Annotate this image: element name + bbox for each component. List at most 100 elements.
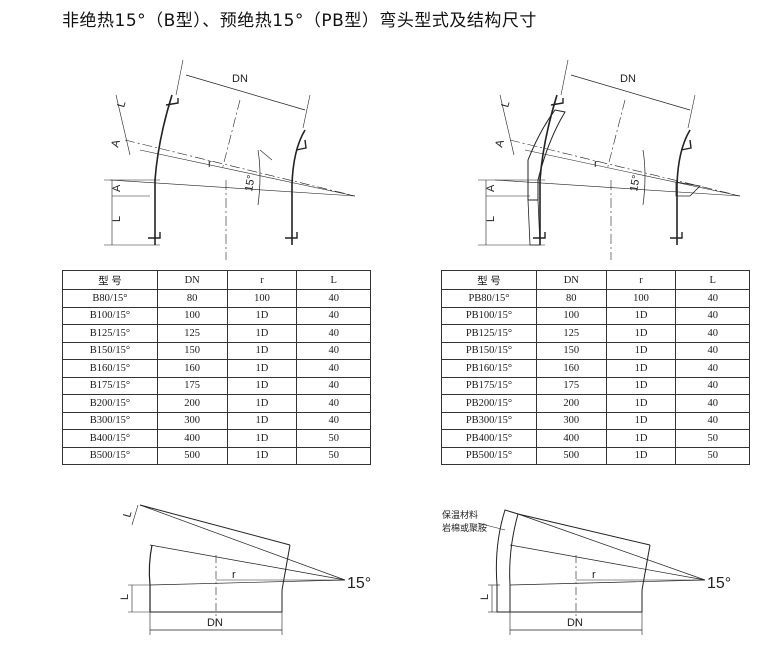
header-l: L [296, 270, 371, 290]
cell-r: 1D [226, 306, 298, 325]
cell-dn: 400 [535, 429, 607, 448]
header-r: r [226, 270, 298, 290]
l-label-b-top: L [115, 100, 128, 109]
dn-label-sketch-b: DN [207, 617, 223, 629]
a-label-b: A [111, 184, 123, 192]
cell-model: PB400/15° [441, 429, 537, 448]
table-header-row: 型 号 DN r L [441, 270, 750, 290]
cell-r: 1D [605, 324, 677, 343]
a-label-pb-top: A [493, 138, 507, 149]
cell-model: PB150/15° [441, 341, 537, 360]
elbow-drawing-pb [478, 59, 741, 260]
cell-dn: 160 [156, 359, 228, 378]
cell-dn: 100 [156, 306, 228, 325]
cell-r: 1D [226, 429, 298, 448]
cell-r: 1D [605, 411, 677, 430]
cell-model: PB500/15° [441, 446, 537, 465]
angle-label-pb: 15° [628, 174, 643, 192]
cell-model: B100/15° [62, 306, 158, 325]
cell-r: 1D [226, 324, 298, 343]
cell-model: PB160/15° [441, 359, 537, 378]
cell-dn: 175 [535, 376, 607, 395]
l-label-sketch-b-top: L [121, 510, 134, 519]
cell-r: 1D [226, 446, 298, 465]
cell-dn: 200 [156, 394, 228, 413]
cell-dn: 300 [535, 411, 607, 430]
cell-r: 1D [226, 411, 298, 430]
r-label-sketch-pb: r [592, 569, 596, 581]
cell-l: 40 [296, 324, 371, 343]
cell-dn: 125 [535, 324, 607, 343]
cell-dn: 150 [535, 341, 607, 360]
cell-dn: 80 [535, 289, 607, 308]
l-label-pb-top: L [499, 100, 512, 109]
cell-r: 1D [605, 429, 677, 448]
r-label-pb: r [594, 158, 598, 170]
cell-l: 40 [296, 376, 371, 395]
cell-l: 40 [675, 289, 750, 308]
cell-l: 40 [675, 324, 750, 343]
cell-dn: 150 [156, 341, 228, 360]
elbow-drawing-b [104, 59, 356, 260]
cell-dn: 125 [156, 324, 228, 343]
dn-label-sketch-pb: DN [567, 617, 583, 629]
cell-model: PB125/15° [441, 324, 537, 343]
cell-model: PB175/15° [441, 376, 537, 395]
page-title: 非绝热15°（B型）、预绝热15°（PB型）弯头型式及结构尺寸 [62, 11, 537, 31]
header-dn: DN [535, 270, 607, 290]
cell-r: 1D [605, 306, 677, 325]
angle-label-sketch-pb: 15° [707, 575, 731, 592]
header-r: r [605, 270, 677, 290]
angle-label-b: 15° [243, 174, 258, 192]
cell-model: B175/15° [62, 376, 158, 395]
elbow-sketch-pb [477, 509, 706, 635]
l-label-b: L [111, 216, 123, 222]
r-label-b: r [208, 158, 212, 170]
cell-l: 40 [296, 394, 371, 413]
header-dn: DN [156, 270, 228, 290]
cell-r: 1D [226, 376, 298, 395]
dn-label-b: DN [232, 73, 248, 85]
cell-r: 1D [605, 446, 677, 465]
insulation-label-line2: 岩棉或聚胺 [442, 522, 487, 534]
cell-l: 50 [296, 429, 371, 448]
cell-dn: 300 [156, 411, 228, 430]
cell-r: 1D [226, 394, 298, 413]
cell-l: 40 [675, 306, 750, 325]
cell-l: 40 [675, 376, 750, 395]
cell-l: 40 [675, 341, 750, 360]
cell-dn: 160 [535, 359, 607, 378]
cell-model: B125/15° [62, 324, 158, 343]
table-header-row: 型 号 DN r L [62, 270, 371, 290]
cell-l: 40 [296, 359, 371, 378]
elbow-sketch-b [128, 504, 346, 635]
cell-model: B160/15° [62, 359, 158, 378]
cell-model: B500/15° [62, 446, 158, 465]
cell-l: 40 [296, 289, 371, 308]
cell-l: 50 [296, 446, 371, 465]
cell-r: 1D [605, 376, 677, 395]
cell-r: 100 [226, 289, 298, 308]
r-label-sketch-b: r [232, 569, 236, 581]
insulation-label-line1: 保温材料 [442, 509, 478, 521]
cell-r: 1D [605, 394, 677, 413]
cell-r: 1D [605, 341, 677, 360]
cell-dn: 80 [156, 289, 228, 308]
header-model: 型 号 [62, 270, 158, 290]
cell-model: PB200/15° [441, 394, 537, 413]
cell-dn: 500 [535, 446, 607, 465]
l-label-sketch-b: L [119, 594, 131, 600]
cell-model: PB100/15° [441, 306, 537, 325]
